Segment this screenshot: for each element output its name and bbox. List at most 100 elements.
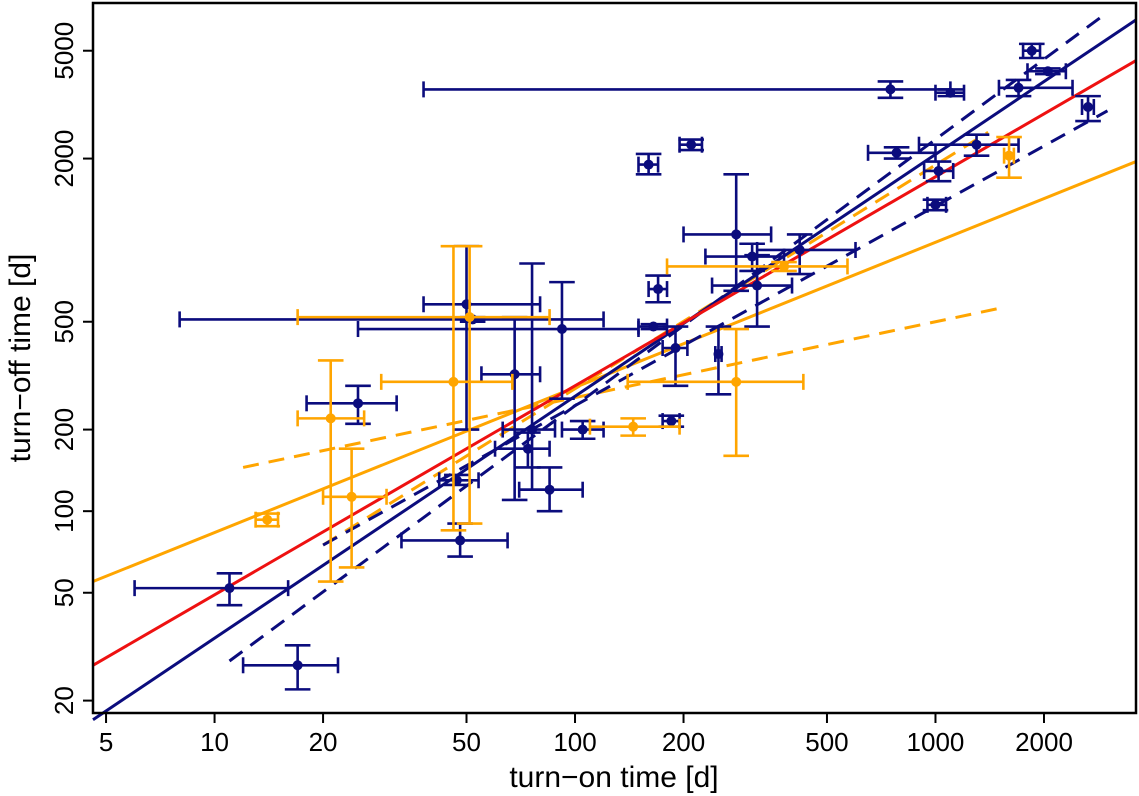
point-marker [292, 660, 303, 671]
y-tick-label: 5000 [49, 22, 79, 80]
fit-lines [92, 15, 1137, 721]
orange-dashed-line [242, 306, 1000, 469]
point-marker [262, 514, 273, 525]
point-marker [1026, 45, 1037, 56]
point-marker [686, 139, 697, 150]
blue-data-point [635, 152, 662, 176]
blue-dashed-line [322, 109, 1109, 547]
blue-data-point [356, 280, 640, 401]
orange-data-point [296, 359, 366, 583]
y-axis-title: turn−off time [d] [4, 254, 37, 463]
point-marker [930, 199, 941, 210]
point-marker [1083, 101, 1094, 112]
point-marker [455, 535, 466, 546]
point-marker [885, 84, 896, 95]
blue-data-point [1018, 42, 1045, 60]
blue-data-point [493, 431, 551, 469]
plot-frame [91, 1, 1138, 715]
blue-data-point [1026, 63, 1068, 80]
blue-solid-line [92, 18, 1137, 721]
x-tick-label: 1000 [907, 727, 965, 757]
blue-data-point [133, 571, 290, 607]
orange-data-point [996, 135, 1022, 179]
data-points [133, 42, 1101, 691]
blue-data-point [400, 522, 509, 558]
point-marker [448, 376, 459, 387]
x-tick-label: 10 [200, 727, 229, 757]
blue-data-point [997, 78, 1074, 98]
orange-data-point [321, 447, 388, 569]
blue-data-point [305, 384, 398, 426]
y-tick-label: 50 [49, 578, 79, 607]
blue-data-point [917, 133, 1020, 157]
x-tick-label: 20 [309, 727, 338, 757]
blue-data-point [922, 196, 949, 213]
point-marker [1042, 66, 1053, 77]
point-marker [544, 484, 555, 495]
orange-data-point [379, 244, 514, 532]
x-tick-label: 5 [99, 727, 113, 757]
point-marker [752, 280, 763, 291]
point-marker [731, 376, 742, 387]
point-marker [1004, 150, 1015, 161]
blue-data-point [517, 466, 584, 513]
orange-data-point [665, 258, 849, 275]
point-marker [670, 343, 681, 354]
point-marker [747, 251, 758, 262]
point-marker [522, 443, 533, 454]
orange-data-point [254, 511, 281, 528]
blue-data-point [422, 80, 952, 100]
point-marker [794, 244, 805, 255]
point-marker [653, 284, 664, 295]
point-marker [1013, 82, 1024, 93]
point-marker [648, 321, 659, 332]
point-marker [628, 421, 639, 432]
point-marker [933, 165, 944, 176]
blue-data-point [645, 274, 671, 304]
point-marker [577, 424, 588, 435]
point-marker [971, 139, 982, 150]
orange-data-point [296, 244, 551, 525]
point-marker [556, 324, 567, 335]
blue-data-point [178, 311, 605, 328]
blue-data-point [705, 325, 732, 396]
point-marker [731, 229, 742, 240]
point-marker [224, 583, 235, 594]
x-tick-label: 500 [805, 727, 848, 757]
orange-data-point [588, 417, 681, 437]
point-marker [527, 424, 538, 435]
orange-data-point [626, 327, 805, 458]
blue-data-point [678, 136, 704, 153]
point-marker [891, 147, 902, 158]
blue-data-point [934, 84, 966, 101]
x-axis-title: turn−on time [d] [509, 761, 718, 794]
x-tick-label: 2000 [1015, 727, 1073, 757]
point-marker [713, 349, 724, 360]
blue-data-point [661, 325, 689, 388]
x-tick-label: 50 [452, 727, 481, 757]
point-marker [666, 416, 677, 427]
point-marker [945, 87, 956, 98]
blue-data-point [241, 643, 340, 691]
blue-data-point [437, 472, 480, 489]
blue-data-point [866, 144, 937, 161]
blue-data-point [422, 244, 542, 431]
point-marker [643, 159, 654, 170]
y-tick-label: 500 [49, 300, 79, 343]
blue-data-point [682, 172, 773, 293]
blue-dashed-line [228, 15, 1104, 663]
y-tick-label: 100 [49, 489, 79, 532]
point-marker [779, 261, 790, 272]
blue-data-point [922, 160, 955, 183]
blue-data-point [501, 262, 557, 492]
x-tick-label: 200 [662, 727, 705, 757]
y-tick-label: 20 [49, 686, 79, 715]
point-marker [464, 312, 475, 323]
red-solid-line [92, 59, 1137, 667]
point-marker [325, 413, 336, 424]
point-marker [353, 398, 364, 409]
point-marker [346, 491, 357, 502]
y-tick-label: 200 [49, 408, 79, 451]
